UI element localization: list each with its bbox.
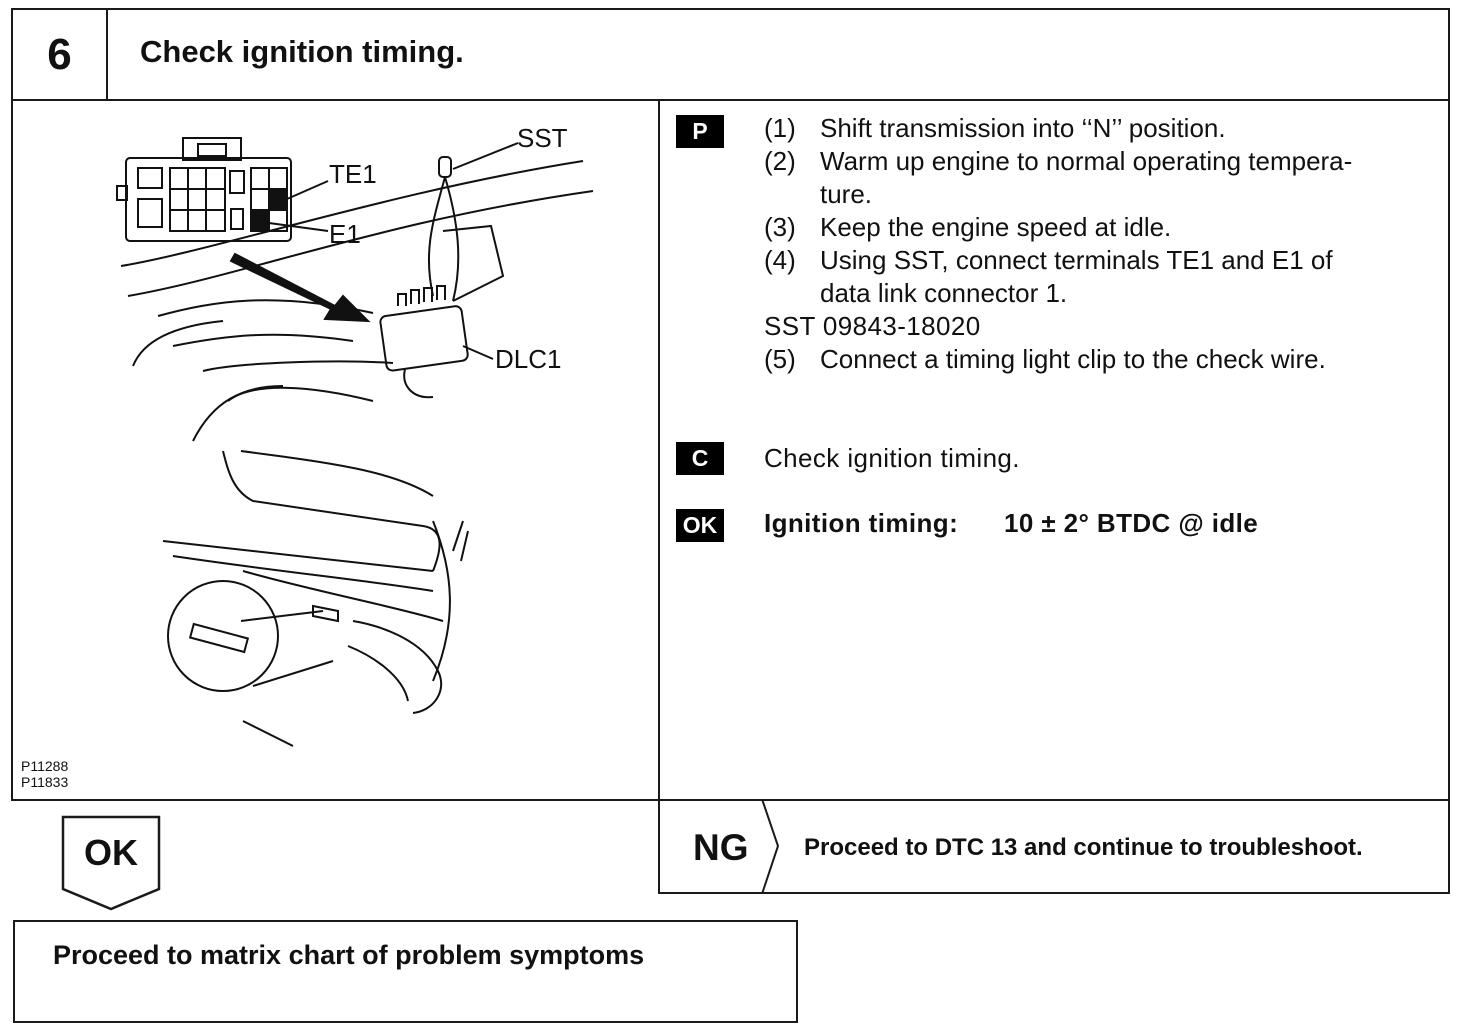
te1-label: TE1 (329, 159, 377, 189)
engine-bay-sketch (162, 450, 469, 747)
step-number-cell: 6 (13, 10, 108, 99)
step-text: Shift transmission into ‘‘N’’ position. (820, 113, 1226, 143)
step-text: Using SST, connect terminals TE1 and E1 … (820, 245, 1333, 275)
step-number-label: (4) (764, 245, 796, 275)
chevron-right-icon (761, 799, 780, 894)
connector-illustration (116, 137, 594, 747)
step-text: Connect a timing light clip to the check… (820, 344, 1326, 374)
step-text: Warm up engine to normal operating tempe… (820, 146, 1353, 176)
step-header: 6 Check ignition timing. (11, 8, 1450, 101)
ok-arrow-shape (61, 815, 161, 911)
ok-spec-label: Ignition timing: (764, 508, 959, 538)
ok-result-box: Proceed to matrix chart of problem sympt… (13, 920, 798, 1023)
step-title: Check ignition timing. (140, 34, 464, 69)
figure-code: P11833 (21, 774, 69, 790)
step-number-label: (2) (764, 146, 796, 176)
step-number-label: (5) (764, 344, 796, 374)
e1-label: E1 (329, 219, 361, 249)
illustration-panel: SST TE1 E1 DLC1 P11288 P11833 (11, 99, 660, 801)
check-text: Check ignition timing. (764, 443, 1020, 473)
instruction-panel: P (1) Shift transmission into ‘‘N’’ posi… (658, 99, 1450, 801)
ng-result-text: Proceed to DTC 13 and continue to troubl… (804, 834, 1363, 861)
connector-detail (116, 137, 594, 297)
ok-result-text: Proceed to matrix chart of problem sympt… (53, 940, 645, 970)
arrow-icon (229, 252, 371, 323)
step-number-label: (3) (764, 212, 796, 242)
dlc1-connector (379, 142, 519, 399)
preparation-badge: P (676, 115, 724, 148)
step-number-label: (1) (764, 113, 796, 143)
ok-spec-badge: OK (676, 509, 724, 542)
ok-result-label: OK (84, 832, 138, 873)
step-text-continuation: ture. (820, 179, 873, 209)
step-text-continuation: data link connector 1. (820, 278, 1068, 308)
sst-part-number: SST 09843-18020 (764, 311, 981, 341)
ng-result-box: NG Proceed to DTC 13 and continue to tro… (658, 799, 1450, 894)
ng-result-label: NG (693, 827, 749, 868)
check-badge: C (676, 442, 724, 475)
figure-code: P11288 (21, 758, 69, 774)
sst-label: SST (517, 123, 568, 153)
step-number: 6 (47, 30, 72, 79)
step-text: Keep the engine speed at idle. (820, 212, 1172, 242)
ok-spec-value: 10 ± 2° BTDC @ idle (1004, 508, 1259, 538)
dlc1-label: DLC1 (495, 344, 562, 374)
